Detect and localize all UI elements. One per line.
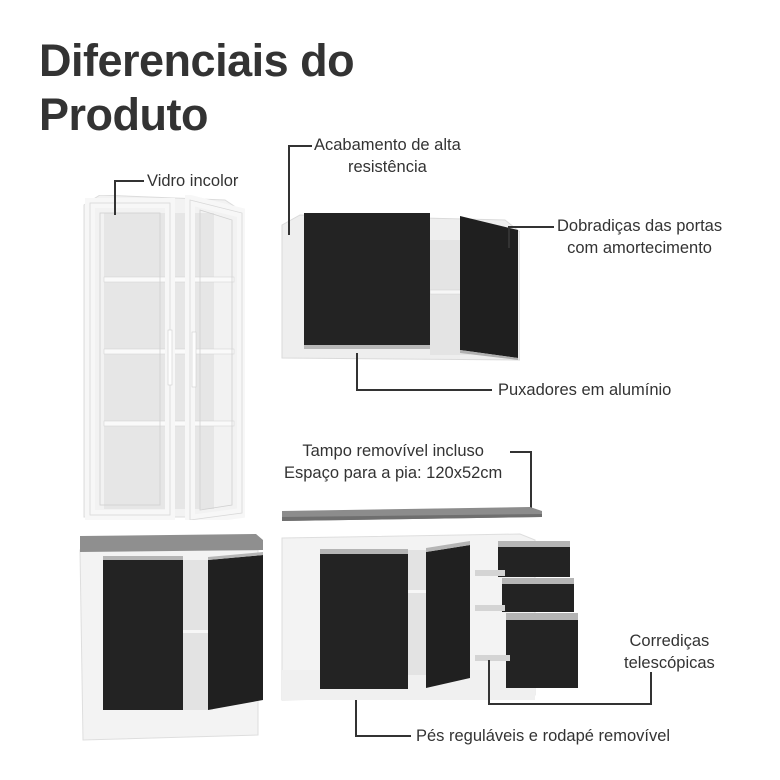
- page-title-line2: Produto: [39, 89, 208, 140]
- label-puxadores: Puxadores em alumínio: [498, 381, 672, 399]
- label-tampo: Tampo removível incluso Espaço para a pi…: [284, 442, 503, 482]
- puxadores-connector-vertical: [356, 353, 358, 391]
- page-title: Diferenciais do Produto: [39, 34, 355, 142]
- pes-connector-horizontal: [355, 735, 411, 737]
- acabamento-connector-vertical: [288, 145, 290, 235]
- countertop-illustration: [282, 507, 542, 521]
- base-cabinet-sink-illustration: [281, 533, 578, 701]
- label-corredicas: Corrediças telescópicas: [624, 632, 715, 672]
- pes-connector-vertical: [355, 700, 357, 737]
- vidro-connector-vertical: [114, 180, 116, 215]
- acabamento-connector-horizontal: [288, 145, 312, 147]
- corredicas-connector-horizontal: [488, 703, 652, 705]
- corredicas-connector-vertical-1: [488, 660, 490, 704]
- glass-door-cabinet-image: [80, 193, 247, 526]
- base-cabinet-small-image: [78, 530, 263, 745]
- page-title-line1: Diferenciais do: [39, 35, 355, 86]
- wall-cabinet-illustration: [281, 213, 521, 361]
- label-pes-regulaveis: Pés reguláveis e rodapé removível: [416, 727, 671, 745]
- label-acabamento: Acabamento de alta resistência: [314, 136, 461, 176]
- label-dobradicas: Dobradiças das portas com amortecimento: [557, 217, 723, 257]
- dobradicas-connector-vertical: [508, 226, 510, 248]
- tampo-connector-vertical: [530, 451, 532, 511]
- glass-cabinet-illustration: [83, 193, 247, 526]
- base-cabinet-small-illustration: [79, 534, 263, 741]
- tampo-connector-horizontal: [510, 451, 532, 453]
- label-vidro-incolor: Vidro incolor: [147, 172, 239, 190]
- puxadores-connector-horizontal: [356, 389, 492, 391]
- base-cabinet-sink-image: [280, 530, 580, 710]
- countertop-image: [280, 505, 542, 523]
- dobradicas-connector-horizontal: [508, 226, 554, 228]
- corredicas-connector-vertical-2: [650, 672, 652, 705]
- wall-cabinet-image: [280, 210, 521, 370]
- vidro-connector-horizontal: [114, 180, 144, 182]
